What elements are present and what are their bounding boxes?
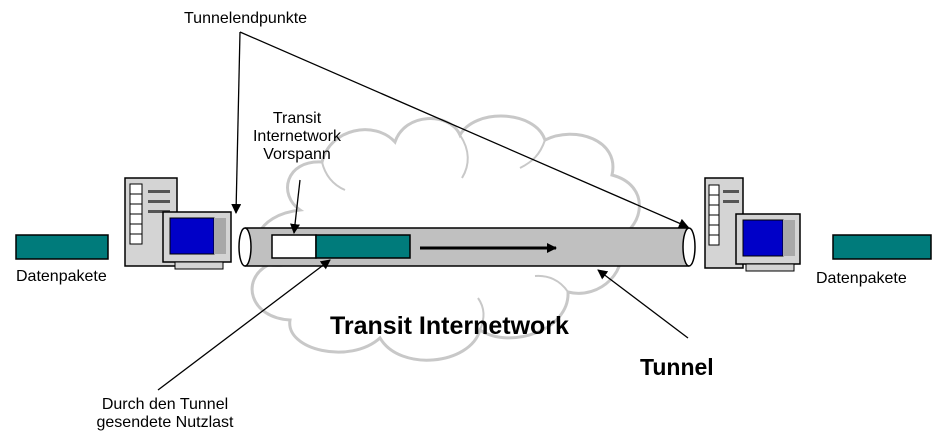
label-tunnel: Tunnel (640, 354, 714, 380)
leader-tunnel (597, 269, 689, 339)
label-payload-line1: Durch den Tunnel (101, 396, 229, 413)
leader-header (290, 179, 301, 234)
leader-lines (157, 31, 689, 391)
label-transit-header-line1: Transit (272, 110, 322, 127)
label-transit-header: Transit Internetwork Vorspann (252, 110, 342, 164)
label-payload: Durch den Tunnel gesendete Nutzlast (70, 396, 260, 432)
packet-right (832, 234, 932, 260)
leader-endpoint-left (231, 31, 242, 214)
leader-payload (157, 259, 331, 391)
tunneled-payload-block (315, 234, 411, 259)
label-transit-header-line3: Vorspann (263, 145, 331, 163)
computer-right-icon (704, 177, 801, 272)
label-tunnel-endpoints: Tunnelendpunkte (184, 10, 308, 27)
label-transit-header-line2: Internetwork (252, 127, 342, 145)
leader-endpoint-right (239, 31, 689, 228)
label-packets-right: Datenpakete (816, 270, 907, 287)
computer-left-icon (124, 177, 232, 270)
label-payload-line2: gesendete Nutzlast (96, 413, 234, 431)
label-transit-internetwork: Transit Internetwork (330, 312, 569, 340)
label-packets-left: Datenpakete (16, 268, 107, 285)
packet-left (15, 234, 109, 260)
transit-header-block (271, 234, 317, 259)
